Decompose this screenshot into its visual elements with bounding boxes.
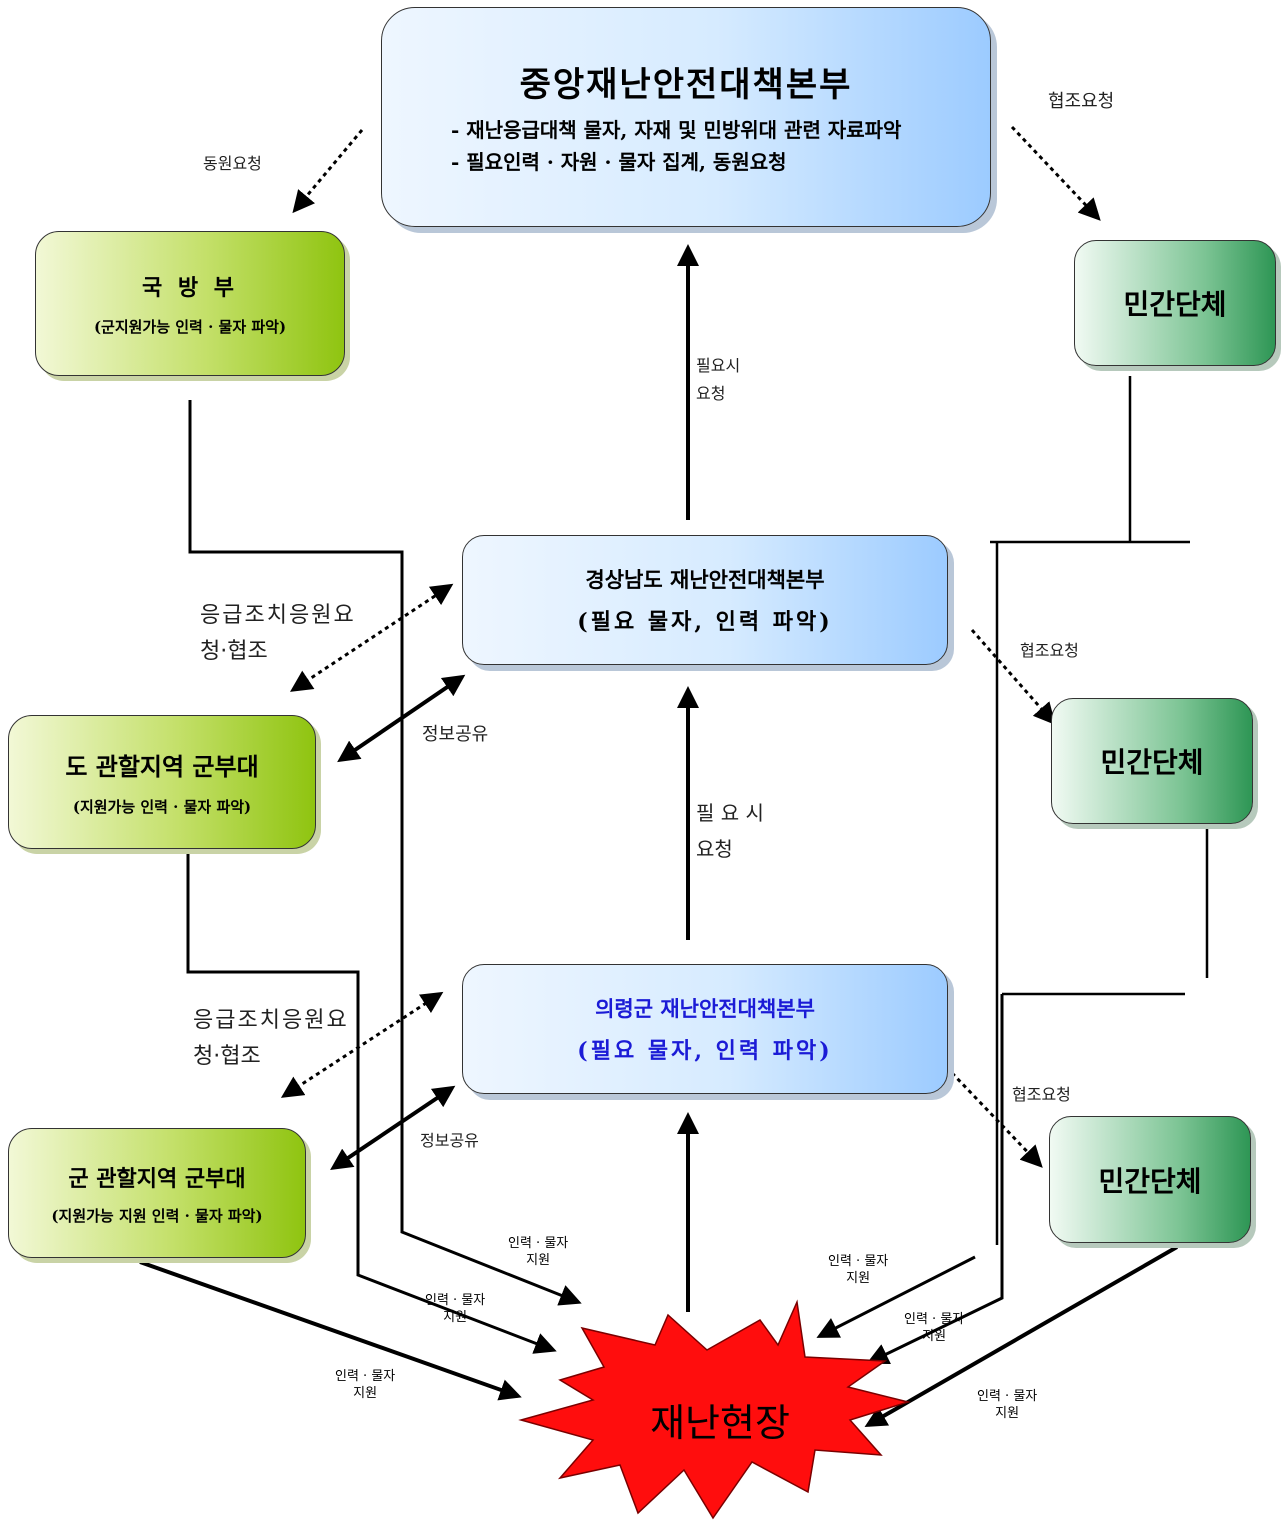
defense-box: 국 방 부 (군지원가능 인력 · 물자 파악) — [35, 231, 345, 376]
label-mobilize: 동원요청 — [203, 154, 262, 173]
disaster-site-burst — [518, 1299, 911, 1520]
label-need-request-2a: 필 요 시 — [696, 801, 764, 825]
dotted-emergency-upper — [289, 583, 454, 692]
defense-sub: (군지원가능 인력 · 물자 파악) — [93, 318, 287, 336]
county-hq-sub: (필요 물자, 인력 파악) — [577, 1038, 833, 1064]
label-support-5a: 인력 · 물자 — [904, 1312, 965, 1327]
county-hq-title: 의령군 재난안전대책본부 — [595, 996, 815, 1021]
label-support-5b: 지원 — [922, 1329, 947, 1344]
civil-group-box-2: 민간단체 — [1051, 698, 1253, 824]
prov-military-support-line — [186, 852, 557, 1354]
civil-group-box-1: 민간단체 — [1074, 240, 1276, 366]
label-emergency-2: 응급조치응원요 청·협조 — [193, 1003, 349, 1075]
label-emergency-1a: 응급조치응원요 — [200, 603, 356, 628]
central-hq-title: 중앙재난안전대책본부 — [519, 64, 853, 105]
label-emergency-1b: 청·협조 — [200, 639, 268, 664]
prov-military-title: 도 관할지역 군부대 — [65, 752, 259, 781]
county-military-sub: (지원가능 지원 인력 · 물자 파악) — [51, 1206, 263, 1225]
label-need-request-1b: 요청 — [696, 384, 726, 403]
county-military-support-line — [139, 1260, 522, 1401]
prov-military-box: 도 관할지역 군부대 (지원가능 인력 · 물자 파악) — [8, 715, 316, 849]
label-support-6: 인력 · 물자 지원 — [977, 1388, 1037, 1422]
province-hq-sub: (필요 물자, 인력 파악) — [577, 609, 833, 635]
central-hq-item-2: - 필요인력 · 자원 · 물자 집계, 동원요청 — [451, 149, 787, 174]
label-emergency-1: 응급조치응원요 청·협조 — [200, 598, 356, 670]
label-support-2b: 지원 — [443, 1310, 468, 1325]
label-emergency-2b: 청·협조 — [193, 1044, 261, 1069]
civil-group-label-3: 민간단체 — [1098, 1164, 1202, 1198]
label-support-6a: 인력 · 물자 — [977, 1389, 1038, 1404]
civil-3-support-arrow — [864, 1245, 1178, 1427]
civil-group-label-1: 민간단체 — [1123, 288, 1227, 321]
county-military-box: 군 관할지역 군부대 (지원가능 지원 인력 · 물자 파악) — [8, 1128, 306, 1258]
label-support-1b: 지원 — [526, 1253, 551, 1268]
label-need-request-2: 필 요 시 요청 — [696, 795, 764, 867]
label-emergency-2a: 응급조치응원요 — [193, 1008, 349, 1033]
label-info-share-2: 정보공유 — [420, 1131, 479, 1150]
label-support-4: 인력 · 물자 지원 — [828, 1253, 888, 1287]
label-info-share-1: 정보공유 — [422, 724, 489, 745]
label-support-3a: 인력 · 물자 — [335, 1369, 396, 1384]
label-coop-1: 협조요청 — [1048, 91, 1115, 112]
label-support-4b: 지원 — [846, 1271, 871, 1286]
label-need-request-1: 필요시 요청 — [696, 352, 740, 408]
label-support-6b: 지원 — [995, 1406, 1020, 1421]
label-support-3b: 지원 — [353, 1386, 378, 1401]
label-support-3: 인력 · 물자 지원 — [335, 1368, 395, 1402]
label-support-2a: 인력 · 물자 — [425, 1293, 486, 1308]
disaster-site-label: 재난현장 — [650, 1401, 790, 1445]
label-support-4a: 인력 · 물자 — [828, 1254, 889, 1269]
label-coop-2: 협조요청 — [1020, 641, 1079, 660]
label-support-2: 인력 · 물자 지원 — [425, 1292, 485, 1326]
central-hq-item-1: - 재난응급대책 물자, 자재 및 민방위대 관련 자료파악 — [451, 117, 902, 142]
prov-military-sub: (지원가능 인력 · 물자 파악) — [72, 798, 252, 816]
province-hq-title: 경상남도 재난안전대책본부 — [585, 567, 825, 592]
dotted-central-to-defense — [292, 129, 364, 214]
label-need-request-2b: 요청 — [696, 837, 733, 861]
central-hq-box: 중앙재난안전대책본부 - 재난응급대책 물자, 자재 및 민방위대 관련 자료파… — [381, 7, 991, 227]
label-support-1a: 인력 · 물자 — [508, 1236, 569, 1251]
county-hq-box: 의령군 재난안전대책본부 (필요 물자, 인력 파악) — [462, 964, 948, 1094]
province-hq-box: 경상남도 재난안전대책본부 (필요 물자, 인력 파악) — [462, 535, 948, 665]
info-share-upper-arrow — [337, 674, 466, 763]
info-share-lower-arrow — [330, 1085, 456, 1171]
civil-group-box-3: 민간단체 — [1049, 1116, 1251, 1243]
label-support-1: 인력 · 물자 지원 — [508, 1235, 568, 1269]
civil-2-support-line — [866, 994, 1004, 1365]
defense-support-line — [188, 400, 582, 1306]
county-military-title: 군 관할지역 군부대 — [68, 1165, 246, 1192]
civil-group-label-2: 민간단체 — [1100, 746, 1204, 779]
dotted-county-to-civil-3 — [950, 1071, 1043, 1168]
label-coop-3: 협조요청 — [1012, 1085, 1071, 1104]
label-need-request-1a: 필요시 — [696, 356, 741, 375]
civil-1-support-arrow — [816, 1255, 976, 1338]
defense-title: 국 방 부 — [141, 275, 239, 301]
central-hq-items: - 재난응급대책 물자, 자재 및 민방위대 관련 자료파악 - 필요인력 · … — [451, 114, 921, 178]
label-support-5: 인력 · 물자 지원 — [904, 1311, 964, 1345]
dotted-central-to-civil-1 — [1010, 125, 1101, 221]
